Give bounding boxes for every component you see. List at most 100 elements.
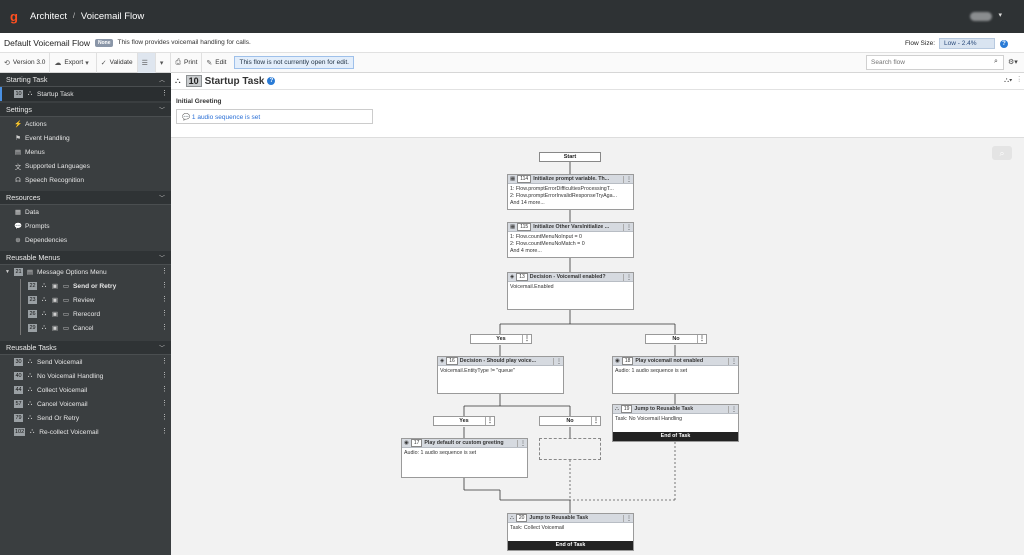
sidebar-item-actions[interactable]: ⚡Actions [0, 117, 171, 131]
sidebar-item-speech-recognition[interactable]: ☊Speech Recognition [0, 173, 171, 187]
kebab-menu-icon[interactable]: ⋮ [623, 274, 632, 281]
avatar[interactable] [970, 12, 992, 21]
breadcrumb-section: Voicemail Flow [80, 11, 145, 22]
kebab-menu-icon[interactable]: ⋮ [161, 400, 168, 407]
path-yes-2[interactable]: Yes⋮ [433, 416, 495, 426]
sidebar-item-re-collect-voicemail[interactable]: 102⛬Re-collect Voicemail⋮ [0, 425, 171, 439]
kebab-menu-icon[interactable]: ⋮ [591, 417, 599, 425]
sidebar-item-cancel-voicemail[interactable]: 57⛬Cancel Voicemail⋮ [0, 397, 171, 411]
edit-button[interactable]: ✎Edit [202, 53, 230, 73]
sidebar-item-cancel[interactable]: 29⛬▣▭Cancel⋮ [0, 321, 171, 335]
initial-greeting-value: 1 audio sequence is set [191, 114, 261, 121]
help-icon[interactable]: ? [267, 77, 276, 85]
flow-edges [463, 162, 676, 513]
section-settings[interactable]: Settings﹀ [0, 103, 171, 117]
view-dropdown-button[interactable]: ▾ [156, 52, 172, 73]
sidebar-item-data[interactable]: ▦Data [0, 205, 171, 219]
gear-icon[interactable]: ⚙▾ [1008, 59, 1018, 66]
version-button[interactable]: ⟲Version 3.0 [0, 52, 51, 73]
task-options-icon[interactable]: ⛬▾ ⋮ [1004, 77, 1020, 84]
sidebar-item-label: Event Handling [25, 134, 70, 142]
node-line: 1: Flow.countMenuNoInput = 0 [510, 234, 582, 240]
section-starting-task[interactable]: Starting Task︿ [0, 73, 171, 87]
sidebar-item-review[interactable]: 23⛬▣▭Review⋮ [0, 293, 171, 307]
breadcrumb-separator: / [72, 13, 75, 20]
kebab-menu-icon[interactable]: ⋮ [161, 324, 168, 331]
sidebar-item-event-handling[interactable]: ⚑Event Handling [0, 131, 171, 145]
empty-drop-target[interactable] [539, 438, 601, 460]
sidebar-item-label: Cancel [73, 324, 94, 332]
kebab-menu-icon[interactable]: ⋮ [161, 414, 168, 421]
print-button[interactable]: ⎙Print [171, 52, 203, 73]
kebab-menu-icon[interactable]: ⋮ [161, 90, 168, 97]
initial-greeting-field[interactable]: 💬 1 audio sequence is set [176, 109, 373, 124]
section-reusable-menus[interactable]: Reusable Menus﹀ [0, 251, 171, 265]
kebab-menu-icon[interactable]: ⋮ [623, 176, 632, 183]
sidebar-item-menus[interactable]: ▤Menus [0, 145, 171, 159]
sidebar-item-no-voicemail-handling[interactable]: 40⛬No Voicemail Handling⋮ [0, 369, 171, 383]
section-resources[interactable]: Resources﹀ [0, 191, 171, 205]
task-tree-icon: ⛬ [27, 400, 33, 407]
kebab-menu-icon[interactable]: ⋮ [553, 358, 562, 365]
path-no-1[interactable]: No⋮ [645, 334, 707, 344]
genesys-logo-icon[interactable]: ɡ [10, 8, 18, 24]
chevron-down-icon[interactable]: ▾ [998, 12, 1002, 19]
sidebar-item-send-voicemail[interactable]: 30⛬Send Voicemail⋮ [0, 355, 171, 369]
kebab-menu-icon[interactable]: ⋮ [623, 515, 632, 522]
kebab-menu-icon[interactable]: ⋮ [623, 224, 632, 231]
kebab-menu-icon[interactable]: ⋮ [517, 440, 526, 447]
sidebar-item-collect-voicemail[interactable]: 44⛬Collect Voicemail⋮ [0, 383, 171, 397]
sidebar-item-prompts[interactable]: 💬Prompts [0, 219, 171, 233]
edit-label: Edit [215, 59, 227, 66]
flow-canvas[interactable]: ⌕ [171, 137, 1024, 555]
sidebar-item-send-or-retry-task[interactable]: 79⛬Send Or Retry⋮ [0, 411, 171, 425]
zoom-search-button[interactable]: ⌕ [992, 146, 1012, 160]
validate-button[interactable]: ✓Validate [97, 52, 138, 73]
kebab-menu-icon[interactable]: ⋮ [697, 335, 705, 343]
flow-start-node[interactable]: Start [539, 152, 601, 162]
path-no-2[interactable]: No⋮ [539, 416, 601, 426]
kebab-menu-icon[interactable]: ⋮ [161, 310, 168, 317]
sidebar-item-startup-task[interactable]: 10 ⛬ Startup Task ⋮ [0, 87, 171, 101]
node-number: 17 [410, 439, 423, 447]
section-reusable-tasks[interactable]: Reusable Tasks﹀ [0, 341, 171, 355]
breadcrumb-app[interactable]: Architect [30, 11, 67, 22]
kebab-menu-icon[interactable]: ⋮ [161, 386, 168, 393]
kebab-menu-icon[interactable]: ⋮ [161, 282, 168, 289]
kebab-menu-icon[interactable]: ⋮ [522, 335, 530, 343]
kebab-menu-icon[interactable]: ⋮ [728, 358, 737, 365]
kebab-menu-icon[interactable]: ⋮ [728, 406, 737, 413]
caret-down-icon[interactable]: ▼ [5, 269, 10, 275]
sidebar-item-label: Send or Retry [73, 282, 117, 290]
sidebar-item-dependencies[interactable]: ⊛Dependencies [0, 233, 171, 247]
view-list-button[interactable]: ☰ [137, 52, 156, 73]
sidebar-item-message-options-menu[interactable]: ▼ 21 ▤ Message Options Menu ⋮ [0, 265, 171, 279]
task-editor: ⛬ 10 Startup Task ? ⛬▾ ⋮ Initial Greetin… [171, 73, 1024, 555]
export-button[interactable]: ☁Export▾ [50, 52, 97, 73]
kebab-menu-icon[interactable]: ⋮ [161, 296, 168, 303]
kebab-menu-icon[interactable]: ⋮ [161, 428, 168, 435]
path-yes-1[interactable]: Yes⋮ [470, 334, 532, 344]
printer-icon: ⎙ [175, 58, 182, 66]
kebab-menu-icon[interactable]: ⋮ [161, 372, 168, 379]
sidebar-item-send-or-retry[interactable]: 22⛬▣▭Send or Retry⋮ [0, 279, 171, 293]
search-icon[interactable]: ⌕ [994, 58, 998, 65]
kebab-menu-icon[interactable]: ⋮ [485, 417, 493, 425]
kebab-menu-icon[interactable]: ⋮ [161, 358, 168, 365]
help-icon[interactable]: ? [1000, 39, 1008, 48]
print-label: Print [184, 59, 198, 66]
search-input[interactable] [866, 55, 1004, 70]
task-number: 30 [14, 358, 23, 366]
flow-size-label: Flow Size: [905, 40, 935, 47]
sidebar-item-rerecord[interactable]: 26⛬▣▭Rerecord⋮ [0, 307, 171, 321]
kebab-menu-icon[interactable]: ⋮ [161, 268, 168, 275]
